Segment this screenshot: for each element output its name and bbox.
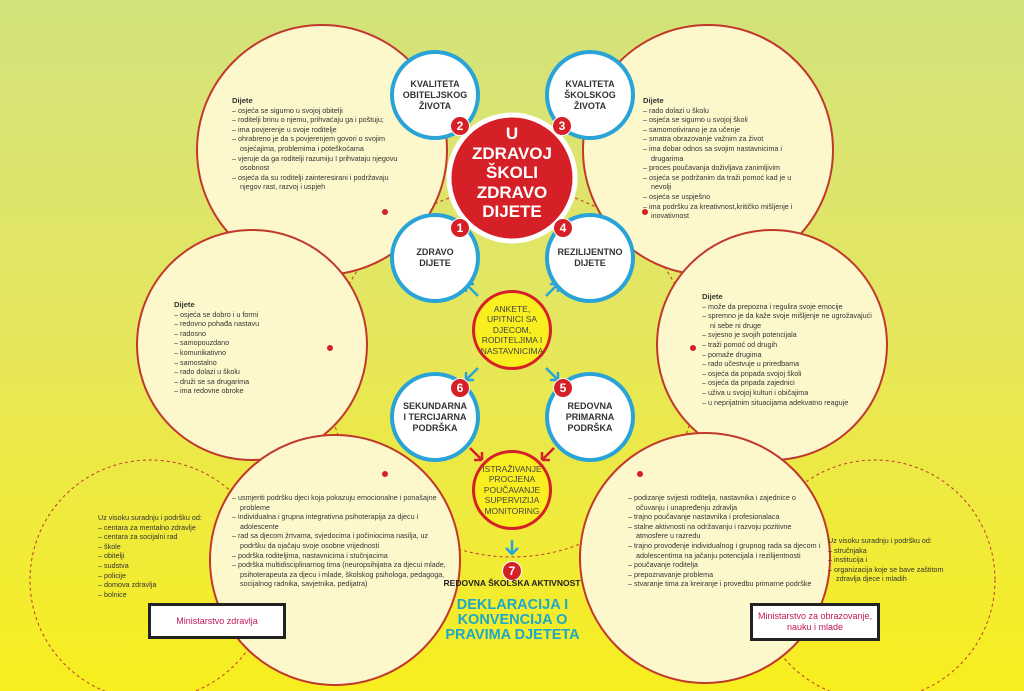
list-item: poučavanje roditelja [628,560,823,570]
list-item: stručnjaka [828,546,963,556]
badge-5: 5 [553,378,573,398]
list-item: samomotivirano je za učenje [643,125,813,135]
list-item: može da prepozna i regulira svoje emocij… [702,302,872,312]
list-item: samopouzdano [174,338,294,348]
family-panel-text: Dijeteosjeća se sigurno u svojoj obitelj… [232,96,402,192]
list-item: komunikativno [174,348,294,358]
list-item: organizacija koje se bave zaštitom zdrav… [828,565,963,584]
list-item: osjeća se sigurno u svojoj školi [643,115,813,125]
center-title: U ZDRAVOJ ŠKOLI ZDRAVO DIJETE [472,124,552,221]
list-item: osjeća da pripada svojoj školi [702,369,872,379]
badge-4: 4 [553,218,573,238]
list-item: usmjeriti podršku djeci koja pokazuju em… [232,493,447,512]
list-item: obitelji [98,551,233,561]
list-item: rado dolazi u školu [174,367,294,377]
ministry-health-box: Ministarstvo zdravlja [148,603,286,639]
list-item: druži se sa drugarima [174,377,294,387]
list-item: uživa u svojoj kulturi i običajima [702,388,872,398]
regular-school-activity: REDOVNA ŠKOLSKA AKTIVNOST [443,578,581,588]
edu-partners-text: Uz visoku suradnju i podršku od:stručnja… [828,536,963,584]
list-item: redovno pohađa nastavu [174,319,294,329]
list-item: osjeća se dobro i u formi [174,310,294,320]
list-item: ima dobar odnos sa svojim nastavnicima i… [643,144,813,163]
list-item: traži pomoć od drugih [702,340,872,350]
list-item: stvaranje tima za kreiranje i provedbu p… [628,579,823,589]
health-partners-text: Uz visoku suradnju i podršku od:centara … [98,513,233,599]
list-item: u neprijatnim situacijama adekvatno reag… [702,398,872,408]
list-item: osjeća se podržanim da traži pomoć kad j… [643,173,813,192]
list-item: radosno [174,329,294,339]
list-item: institucija i [828,555,963,565]
badge-1: 1 [450,218,470,238]
survey-circle[interactable]: ANKETE, UPITNICI SA DJECOM, RODITELJIMA … [472,290,552,370]
list-item: stalne aktivnosti na održavanju i razvoj… [628,522,823,541]
list-item: policije [98,571,233,581]
list-item: ima povjerenje u svoje roditelje [232,125,402,135]
badge-7: 7 [502,561,522,581]
list-item: osjeća se sigurno u svojoj obitelji [232,106,402,116]
school-panel-text: Dijeterado dolazi u školuosjeća se sigur… [643,96,813,221]
primary-panel-text: podizanje svijesti roditelja, nastavnika… [628,493,823,589]
list-item: centara za socijalni rad [98,532,233,542]
center-circle [446,112,578,244]
list-item: vjeruje da ga roditelji razumiju I prihv… [232,154,402,173]
list-item: domova zdravlja [98,580,233,590]
list-item: podrška roditeljima, nastavnicima i stuč… [232,551,447,561]
node-primary-support[interactable]: REDOVNA PRIMARNA PODRŠKA [545,372,635,462]
list-item: ima podršku za kreativnost,kritičko mišl… [643,202,813,221]
list-item: prepoznavanje problema [628,570,823,580]
list-item: svjesno je svojih potencijala [702,330,872,340]
edu-partners-ring [754,459,996,691]
secondary-panel-text: usmjeriti podršku djeci koja pokazuju em… [232,493,447,589]
list-item: roditelji brinu o njemu, prihvaćaju ga i… [232,115,402,125]
list-item: podizanje svijesti roditelja, nastavnika… [628,493,823,512]
list-item: osjeća da pripada zajednici [702,378,872,388]
list-item: pomaže drugima [702,350,872,360]
list-item: osjeća se uspješno [643,192,813,202]
list-item: centara za mentalno zdravlje [98,523,233,533]
badge-6: 6 [450,378,470,398]
ministry-education-box: Ministarstvo za obrazovanje, nauku i mla… [750,603,880,641]
list-item: ohrabreno je da s povjerenjem govori o s… [232,134,402,153]
list-item: trajno poučavanje nastavnika i profesion… [628,512,823,522]
list-item: individualna i grupna integrativna psiho… [232,512,447,531]
list-item: bolnice [98,590,233,600]
list-item: podrška multidisciplinarnog tima (neurop… [232,560,447,589]
list-item: spremno je da kaže svoje mišljenje ne ug… [702,311,872,330]
list-item: škole [98,542,233,552]
list-item: trajno provođenje individualnog i grupno… [628,541,823,560]
list-item: sudstva [98,561,233,571]
list-item: rado dolazi u školu [643,106,813,116]
healthy-panel-text: Dijeteosjeća se dobro i u formiredovno p… [174,300,294,396]
list-item: samostalno [174,358,294,368]
badge-2: 2 [450,116,470,136]
list-item: osjeća da su roditelji zainteresirani i … [232,173,402,192]
list-item: rad sa djecom žrtvama, svjedocima i poči… [232,531,447,550]
list-item: ima redovne obroke [174,386,294,396]
declaration-title: DEKLARACIJA I KONVENCIJA O PRAVIMA DJETE… [445,597,580,643]
badge-3: 3 [552,116,572,136]
list-item: rado učestvuje u priredbama [702,359,872,369]
list-item: smatra obrazovanje važnim za život [643,134,813,144]
resilient-panel-text: Dijetemože da prepozna i regulira svoje … [702,292,872,407]
list-item: proces poučavanja doživljava zanimljivim [643,163,813,173]
node-secondary-support[interactable]: SEKUNDARNA I TERCIJARNA PODRŠKA [390,372,480,462]
research-circle[interactable]: ISTRAŽIVANJE PROCJENA POUČAVANJE SUPERVI… [472,450,552,530]
